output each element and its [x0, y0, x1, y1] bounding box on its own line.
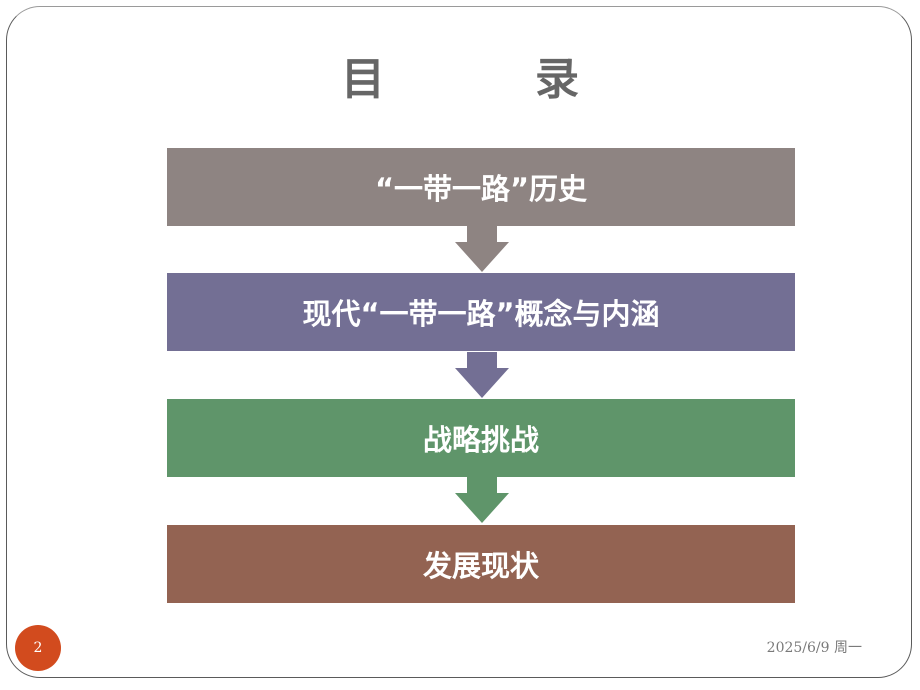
down-arrow-icon [455, 226, 509, 272]
toc-item-challenges[interactable]: 战略挑战 [167, 399, 795, 477]
toc-item-label: 发展现状 [422, 549, 539, 583]
toc-item-label: 战略挑战 [422, 423, 539, 457]
toc-item-concept[interactable]: 现代“一带一路”概念与内涵 [167, 273, 795, 351]
toc-item-history[interactable]: “一带一路”历史 [167, 148, 795, 226]
page-number: 2 [33, 640, 43, 656]
slide-frame-border [6, 6, 912, 678]
down-arrow-icon [455, 352, 509, 398]
slide-title: 目录 [0, 50, 920, 110]
down-arrow-icon [455, 477, 509, 523]
toc-item-label: “一带一路”历史 [374, 172, 588, 206]
slide-date: 2025/6/9 周一 [766, 640, 862, 656]
toc-item-status[interactable]: 发展现状 [167, 525, 795, 603]
title-char-2: 录 [535, 54, 579, 105]
page-number-badge: 2 [15, 625, 61, 671]
toc-item-label: 现代“一带一路”概念与内涵 [302, 297, 660, 331]
title-char-1: 目 [341, 54, 385, 105]
